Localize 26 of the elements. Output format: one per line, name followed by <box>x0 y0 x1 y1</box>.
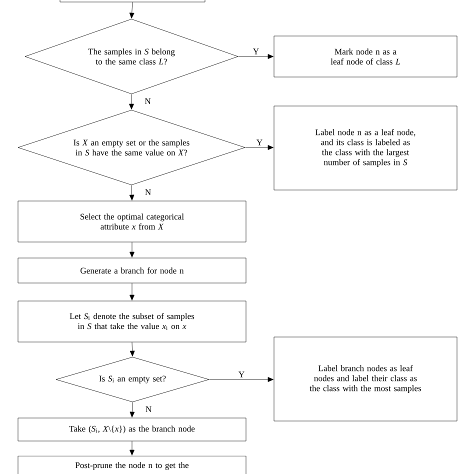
arrow <box>238 54 274 59</box>
process-box: Let S$_{i}$ denote the subset of samples in S that take the value x$_{i}$ on x <box>18 300 246 342</box>
edge-label: N <box>145 189 151 196</box>
arrow <box>130 342 135 356</box>
edge-label: Y <box>256 140 262 146</box>
arrow <box>209 377 274 382</box>
arrow <box>129 185 134 200</box>
arrow <box>130 283 134 300</box>
edge-label: Y <box>253 48 259 54</box>
process-box: Generate a branch for node n <box>18 258 246 284</box>
process-box: Label node n as a leaf node, and its class is labeled as the class with the largest number of samples in S <box>274 106 458 190</box>
arrow <box>130 242 134 258</box>
process-box: Label branch nodes as leaf nodes and label their class as the class with the most samples <box>274 336 458 422</box>
process-box: Mark node n as a leaf node of class L <box>274 36 458 78</box>
arrow <box>130 402 135 418</box>
process-box: Post-prune the node n to get the <box>18 456 246 474</box>
process-box <box>60 0 206 2</box>
edge-label: N <box>144 98 151 104</box>
edge-label: Y <box>238 372 244 378</box>
arrow <box>245 145 274 150</box>
process-box: Take (S$_{i}$, X\{x}) as the branch node <box>18 418 246 442</box>
process-box: Select the optimal categorical attribute x from X <box>18 200 246 242</box>
arrow <box>129 2 134 18</box>
edge-label: N <box>146 406 152 412</box>
arrow <box>129 94 134 110</box>
arrow <box>130 441 134 456</box>
